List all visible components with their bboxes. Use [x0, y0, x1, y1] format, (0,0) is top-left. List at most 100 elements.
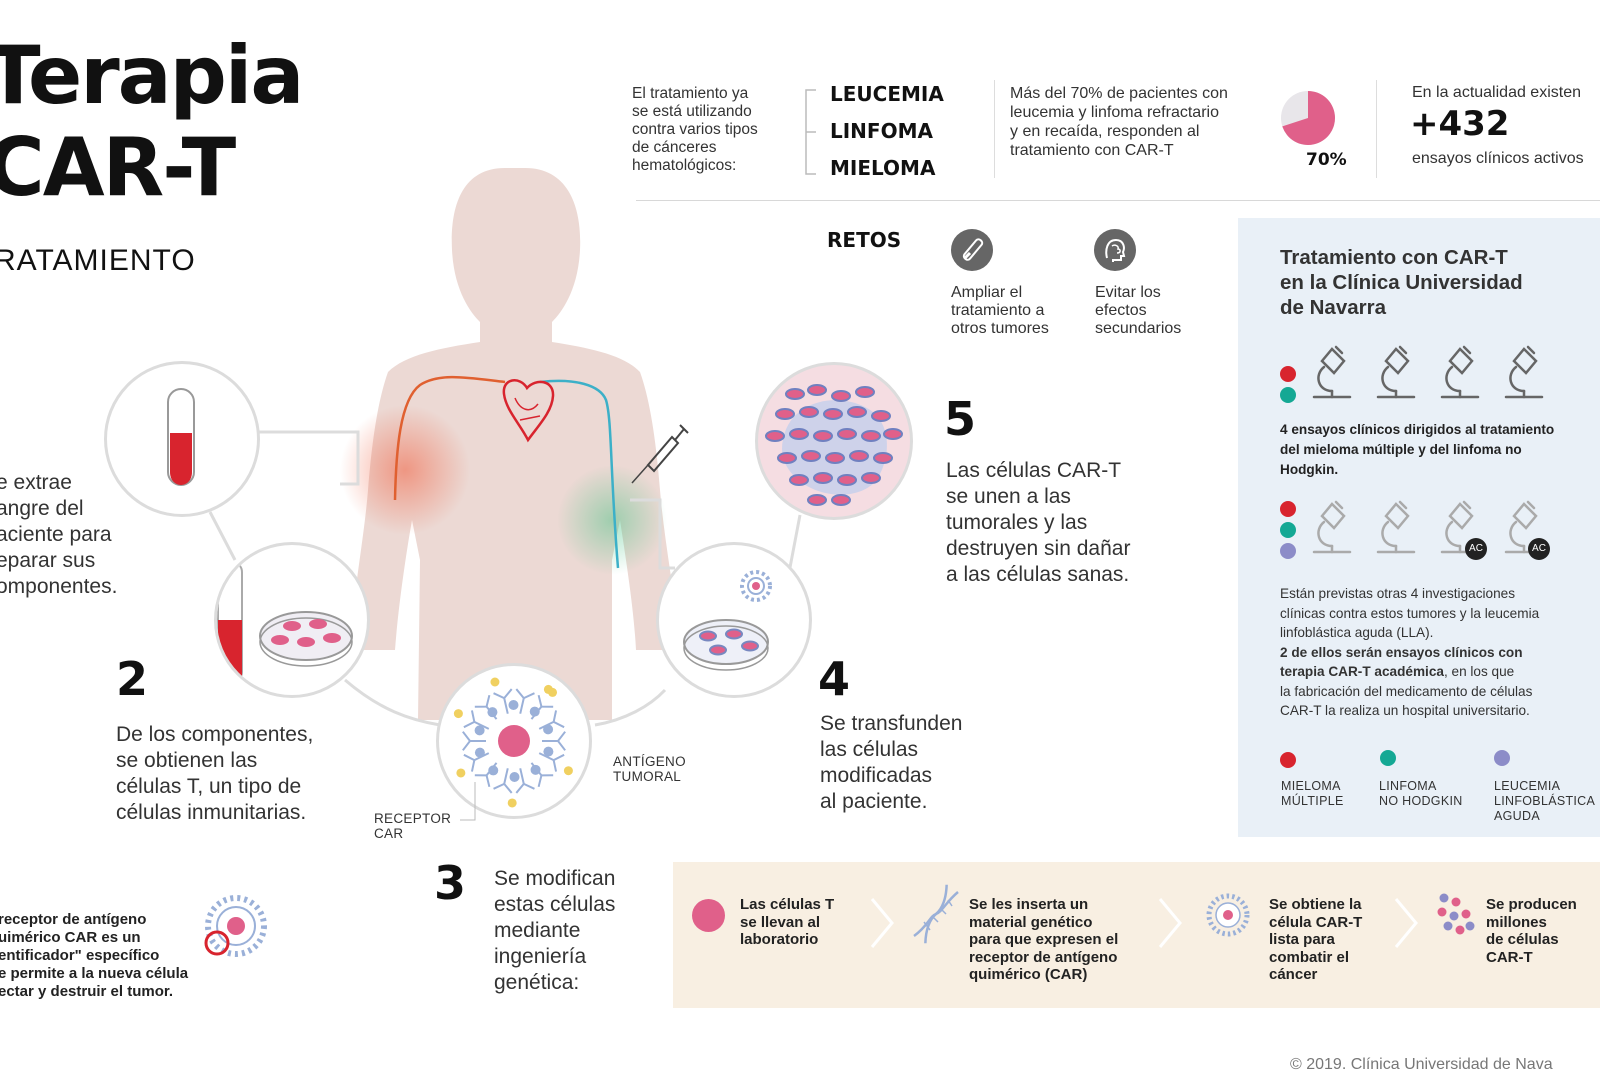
legend-dot-leucemia — [1280, 543, 1296, 559]
disease-bracket — [805, 89, 816, 175]
process-step-4: Se producen millones de células CAR-T — [1486, 896, 1577, 966]
cell-cluster-icon — [1437, 893, 1475, 935]
divider — [1376, 80, 1377, 178]
tumor-cell — [801, 450, 821, 462]
receptor-branch — [463, 710, 476, 729]
tumor-cell — [831, 390, 851, 402]
header-rule — [636, 200, 1600, 201]
trials-count: +432 — [1410, 104, 1510, 144]
receptor-branch — [515, 688, 535, 700]
receptor-branch — [463, 753, 476, 772]
receptor-node — [529, 706, 540, 717]
receptor-node — [530, 764, 541, 775]
test-tube-icon — [951, 229, 993, 271]
disease-linfoma: LINFOMA — [830, 119, 933, 143]
receptor-stem — [503, 768, 509, 785]
car-t-cell-icon — [1206, 893, 1250, 937]
receptor-branch — [493, 782, 513, 794]
clinic-panel — [1238, 218, 1600, 837]
legend-linfoma-label: LINFOMA NO HODGKIN — [1379, 779, 1463, 808]
step4-number: 4 — [818, 652, 851, 706]
head-icon — [1094, 229, 1136, 271]
microscope-row-active — [1312, 345, 1544, 399]
microscope-icon — [1312, 500, 1352, 554]
academic-badge: AC — [1528, 538, 1550, 560]
tumor-cell — [871, 410, 891, 422]
legend-dot-mieloma — [1280, 366, 1296, 382]
syringe-icon — [631, 424, 689, 484]
chevron-right-icon — [1158, 898, 1182, 948]
tumor-cell — [849, 450, 869, 462]
receptor-branch — [493, 688, 513, 700]
tumor-cell — [837, 474, 857, 486]
receptor-branch — [515, 782, 535, 794]
petri-dish-icon — [217, 561, 353, 683]
chevron-right-icon — [870, 898, 894, 948]
antigen-dot — [456, 768, 466, 778]
process-step-2: Se les inserta un material genético para… — [969, 896, 1119, 983]
receptor-node — [509, 771, 520, 782]
title-line1: Terapia — [0, 29, 304, 122]
step2-number: 2 — [116, 652, 149, 706]
car-t-cell-diagram — [453, 677, 573, 808]
challenge-1-text: Ampliar el tratamiento a otros tumores — [951, 284, 1049, 337]
academic-badge: AC — [1465, 538, 1487, 560]
receptor-label: RECEPTOR CAR — [374, 811, 452, 841]
stats-intro: El tratamiento ya se está utilizando con… — [632, 85, 758, 174]
receptor-stem — [503, 697, 509, 714]
tumor-cell — [799, 406, 819, 418]
legend-mieloma-label: MIELOMA MÚLTIPLE — [1281, 779, 1344, 808]
disease-list: LEUCEMIA LINFOMA MIELOMA — [830, 76, 944, 187]
legend-dot-mieloma — [1280, 501, 1296, 517]
antigen-dot — [507, 798, 517, 808]
receptor-branch — [552, 753, 565, 772]
response-pct: 70% — [1306, 150, 1347, 170]
disease-mieloma: MIELOMA — [830, 156, 936, 180]
receptor-node — [487, 707, 498, 718]
tumor-cell — [807, 494, 827, 506]
process-step-1: Las células T se llevan al laboratorio — [740, 896, 835, 948]
modified-cells-dish-icon — [683, 570, 772, 671]
heart-icon — [502, 379, 555, 443]
tumor-cell — [813, 472, 833, 484]
step4-text: Se transfunden las células modificadas a… — [820, 712, 963, 813]
receptor-branch — [557, 731, 566, 751]
tumor-cell — [775, 408, 795, 420]
receptor-node — [488, 765, 499, 776]
antigen-dot — [563, 766, 573, 776]
process-step-3: Se obtiene la célula CAR-T lista para co… — [1269, 896, 1363, 983]
legend-linfoma-dot — [1380, 750, 1396, 766]
tumor-cell — [847, 406, 867, 418]
disease-leucemia: LEUCEMIA — [830, 82, 944, 106]
tumor-cell — [765, 430, 785, 442]
blood-tube-icon — [167, 388, 195, 486]
response-pie — [1281, 91, 1335, 145]
subtitle: RATAMIENTO — [0, 244, 196, 277]
legend-mieloma-dot — [1280, 752, 1296, 768]
antigen-label: ANTÍGENO TUMORAL — [613, 754, 686, 784]
receptor-node — [543, 746, 554, 757]
tumor-cell — [825, 452, 845, 464]
step5-number: 5 — [944, 392, 977, 446]
microscope-row-planned — [1312, 500, 1544, 554]
copyright: © 2019. Clínica Universidad de Nava — [1290, 1056, 1553, 1073]
tumor-cell — [807, 384, 827, 396]
step2-text: De los componentes, se obtienen las célu… — [116, 723, 314, 824]
tumor-cell — [789, 428, 809, 440]
clinic-panel-title: Tratamiento con CAR-T en la Clínica Univ… — [1280, 246, 1523, 319]
receptor-node — [474, 747, 485, 758]
tumor-cell — [861, 430, 881, 442]
pie-slice — [1282, 91, 1335, 145]
receptor-stem — [519, 768, 525, 785]
process-strip — [673, 862, 1600, 1008]
receptor-stem — [473, 721, 490, 730]
antigen-dot — [543, 684, 553, 694]
legend-leucemia-label: LEUCEMIA LINFOBLÁSTICA AGUDA — [1494, 779, 1596, 823]
divider — [994, 80, 995, 178]
step1-text: e extrae angre del aciente para eparar s… — [0, 471, 118, 598]
trials-intro: En la actualidad existen — [1412, 84, 1581, 101]
receptor-pointer — [460, 782, 476, 821]
receptor-node — [508, 700, 519, 711]
microscope-icon — [1376, 500, 1416, 554]
